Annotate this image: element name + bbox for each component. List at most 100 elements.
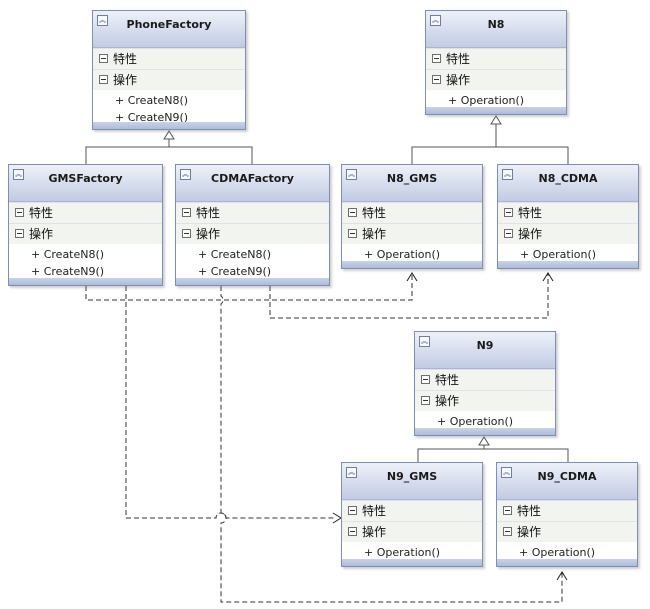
operation-item[interactable]: + Operation() xyxy=(519,546,596,559)
operation-item[interactable]: + Operation() xyxy=(520,248,597,261)
operation-item[interactable]: + CreateN8() xyxy=(115,94,189,107)
operations-section[interactable]: 操作 xyxy=(9,223,162,244)
class-name: CDMAFactory xyxy=(211,172,294,185)
collapse-chevron-icon[interactable]: ︽ xyxy=(13,169,24,180)
collapse-minus-icon[interactable] xyxy=(503,527,512,536)
collapse-chevron-icon[interactable]: ︽ xyxy=(430,15,441,26)
operation-item[interactable]: + Operation() xyxy=(364,546,441,559)
collapse-minus-icon[interactable] xyxy=(99,75,108,84)
collapse-minus-icon[interactable] xyxy=(432,75,441,84)
operations-list: + CreateN8() + CreateN9() xyxy=(176,244,329,282)
collapse-chevron-icon[interactable]: ︽ xyxy=(502,169,513,180)
collapse-chevron-icon[interactable]: ︽ xyxy=(419,336,430,347)
operations-section[interactable]: 操作 xyxy=(497,521,637,542)
collapse-minus-icon[interactable] xyxy=(504,208,513,217)
class-header: ︽ N9_GMS xyxy=(342,463,482,500)
class-cdmafactory[interactable]: ︽ CDMAFactory 特性 操作 + CreateN8() + Creat… xyxy=(175,164,330,286)
attributes-section[interactable]: 特性 xyxy=(415,369,555,390)
operation-item[interactable]: + CreateN9() xyxy=(31,265,105,278)
operations-label: 操作 xyxy=(435,394,460,408)
class-n8[interactable]: ︽ N8 特性 操作 + Operation() xyxy=(425,10,567,115)
class-n9-gms[interactable]: ︽ N9_GMS 特性 操作 + Operation() xyxy=(341,462,483,567)
class-name: N8_CDMA xyxy=(538,172,598,185)
attributes-section[interactable]: 特性 xyxy=(9,202,162,223)
operations-label: 操作 xyxy=(518,227,543,241)
inheritance-line-n9-gms xyxy=(417,445,485,462)
operations-list: + Operation() xyxy=(426,90,566,111)
class-n8-cdma[interactable]: ︽ N8_CDMA 特性 操作 + Operation() xyxy=(497,164,639,269)
collapse-chevron-icon[interactable]: ︽ xyxy=(180,169,191,180)
dependency-arrow-n9-cdma xyxy=(556,571,568,581)
operations-list: + Operation() xyxy=(497,542,637,563)
operation-item[interactable]: + Operation() xyxy=(437,415,514,428)
operations-list: + Operation() xyxy=(498,244,638,265)
collapse-minus-icon[interactable] xyxy=(504,229,513,238)
collapse-chevron-icon[interactable]: ︽ xyxy=(501,467,512,478)
operations-list: + CreateN8() + CreateN9() xyxy=(93,90,245,128)
class-phonefactory[interactable]: ︽ PhoneFactory 特性 操作 + CreateN8() + Crea… xyxy=(92,10,246,130)
operations-label: 操作 xyxy=(362,525,387,539)
attributes-section[interactable]: 特性 xyxy=(342,202,482,223)
class-header: ︽ N9_CDMA xyxy=(497,463,637,500)
collapse-chevron-icon[interactable]: ︽ xyxy=(346,169,357,180)
attributes-section[interactable]: 特性 xyxy=(93,48,245,69)
class-n9-cdma[interactable]: ︽ N9_CDMA 特性 操作 + Operation() xyxy=(496,462,638,567)
collapse-minus-icon[interactable] xyxy=(421,375,430,384)
operation-item[interactable]: + CreateN9() xyxy=(198,265,272,278)
collapse-minus-icon[interactable] xyxy=(15,208,24,217)
collapse-chevron-icon[interactable]: ︽ xyxy=(346,467,357,478)
collapse-minus-icon[interactable] xyxy=(15,229,24,238)
attributes-label: 特性 xyxy=(435,373,460,387)
class-footer xyxy=(342,261,482,268)
operations-section[interactable]: 操作 xyxy=(426,69,566,90)
operations-section[interactable]: 操作 xyxy=(415,390,555,411)
collapse-minus-icon[interactable] xyxy=(348,208,357,217)
attributes-section[interactable]: 特性 xyxy=(498,202,638,223)
operations-list: + Operation() xyxy=(415,411,555,432)
attributes-section[interactable]: 特性 xyxy=(497,500,637,521)
operations-section[interactable]: 操作 xyxy=(342,223,482,244)
operation-item[interactable]: + CreateN9() xyxy=(115,111,189,124)
collapse-minus-icon[interactable] xyxy=(432,54,441,63)
collapse-minus-icon[interactable] xyxy=(348,229,357,238)
attributes-section[interactable]: 特性 xyxy=(176,202,329,223)
class-footer xyxy=(498,261,638,268)
attributes-label: 特性 xyxy=(517,504,542,518)
operations-list: + CreateN8() + CreateN9() xyxy=(9,244,162,282)
operations-section[interactable]: 操作 xyxy=(93,69,245,90)
operation-item[interactable]: + CreateN8() xyxy=(198,248,272,261)
class-name: PhoneFactory xyxy=(126,18,212,31)
operation-item[interactable]: + CreateN8() xyxy=(31,248,105,261)
collapse-minus-icon[interactable] xyxy=(348,506,357,515)
operations-section[interactable]: 操作 xyxy=(498,223,638,244)
operations-list: + Operation() xyxy=(342,542,482,563)
class-name: N9_CDMA xyxy=(537,470,597,483)
operation-item[interactable]: + Operation() xyxy=(448,94,525,107)
operations-list: + Operation() xyxy=(342,244,482,265)
collapse-minus-icon[interactable] xyxy=(503,506,512,515)
class-n9[interactable]: ︽ N9 特性 操作 + Operation() xyxy=(414,331,556,436)
class-n8-gms[interactable]: ︽ N8_GMS 特性 操作 + Operation() xyxy=(341,164,483,269)
operations-label: 操作 xyxy=(113,73,138,87)
class-name: N9_GMS xyxy=(386,470,438,483)
operations-label: 操作 xyxy=(29,227,54,241)
attributes-section[interactable]: 特性 xyxy=(342,500,482,521)
operations-section[interactable]: 操作 xyxy=(176,223,329,244)
class-gmsfactory[interactable]: ︽ GMSFactory 特性 操作 + CreateN8() + Create… xyxy=(8,164,163,286)
inheritance-arrow-phonefactory xyxy=(163,130,175,140)
collapse-minus-icon[interactable] xyxy=(182,229,191,238)
collapse-minus-icon[interactable] xyxy=(348,527,357,536)
collapse-chevron-icon[interactable]: ︽ xyxy=(97,15,108,26)
attributes-label: 特性 xyxy=(196,206,221,220)
collapse-minus-icon[interactable] xyxy=(99,54,108,63)
collapse-minus-icon[interactable] xyxy=(421,396,430,405)
operations-section[interactable]: 操作 xyxy=(342,521,482,542)
operation-item[interactable]: + Operation() xyxy=(364,248,441,261)
attributes-section[interactable]: 特性 xyxy=(426,48,566,69)
class-name: N9 xyxy=(476,339,494,352)
class-header: ︽ GMSFactory xyxy=(9,165,162,202)
class-header: ︽ N8 xyxy=(426,11,566,48)
dependency-line-gmsfactory-n9-gms xyxy=(125,286,335,519)
collapse-minus-icon[interactable] xyxy=(182,208,191,217)
